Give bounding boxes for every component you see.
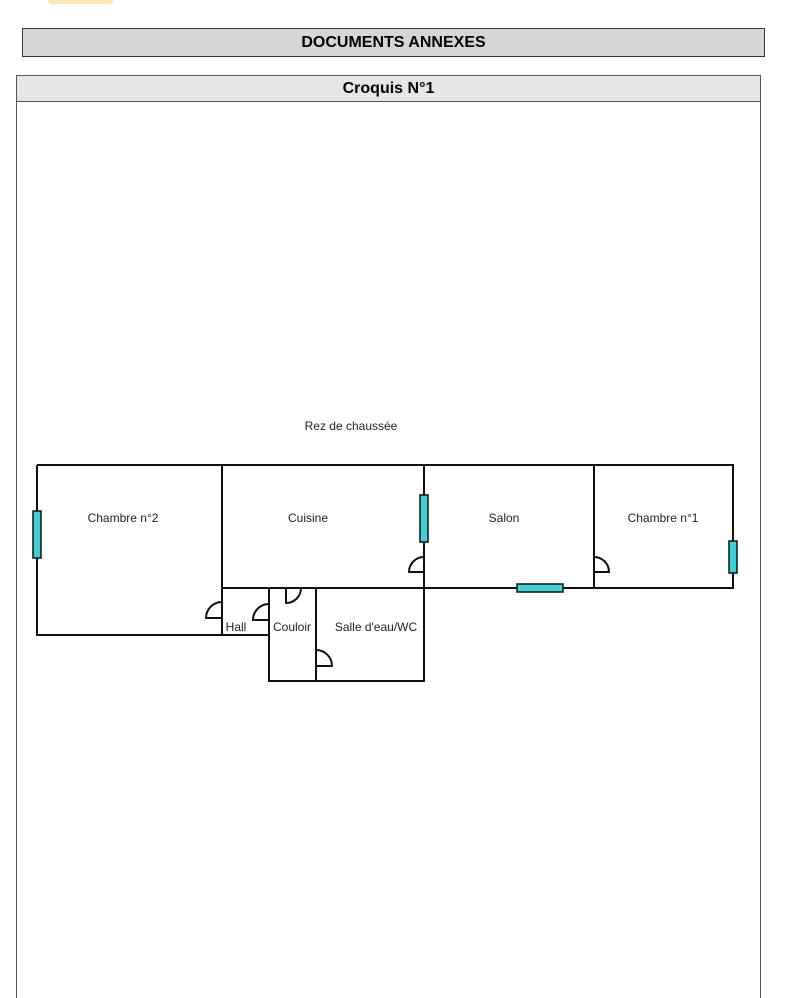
window-chambre1 xyxy=(728,540,738,574)
room-label-couloir: Couloir xyxy=(273,620,311,634)
outer-wall xyxy=(36,464,734,682)
walls xyxy=(36,464,734,682)
top-edge-mark xyxy=(48,0,114,4)
door-salle-eau xyxy=(315,649,334,667)
documents-annexes-banner: DOCUMENTS ANNEXES xyxy=(22,28,765,57)
level-label: Rez de chaussée xyxy=(305,419,398,433)
sketch-header: Croquis N°1 xyxy=(17,76,760,102)
door-couloir-top xyxy=(285,587,302,605)
room-label-hall: Hall xyxy=(226,620,247,634)
windows xyxy=(32,494,738,593)
room-label-chambre2: Chambre n°2 xyxy=(88,511,159,525)
room-label-salle-eau: Salle d'eau/WC xyxy=(335,620,418,634)
sketch-title: Croquis N°1 xyxy=(342,79,435,97)
room-labels: Chambre n°2 Cuisine Salon Chambre n°1 Ha… xyxy=(88,511,699,634)
room-label-cuisine: Cuisine xyxy=(288,511,328,525)
banner-title: DOCUMENTS ANNEXES xyxy=(301,33,486,51)
doors xyxy=(204,556,611,667)
window-cuisine-salon xyxy=(419,494,429,543)
room-label-salon: Salon xyxy=(489,511,520,525)
room-label-chambre1: Chambre n°1 xyxy=(628,511,699,525)
window-chambre2 xyxy=(32,510,42,559)
door-salon-right xyxy=(593,556,611,573)
door-salon-left xyxy=(407,556,425,573)
sketch-panel: Croquis N°1 xyxy=(16,75,761,998)
door-couloir-left xyxy=(251,603,270,621)
door-hall xyxy=(204,601,223,619)
window-salon-bottom xyxy=(516,583,564,593)
